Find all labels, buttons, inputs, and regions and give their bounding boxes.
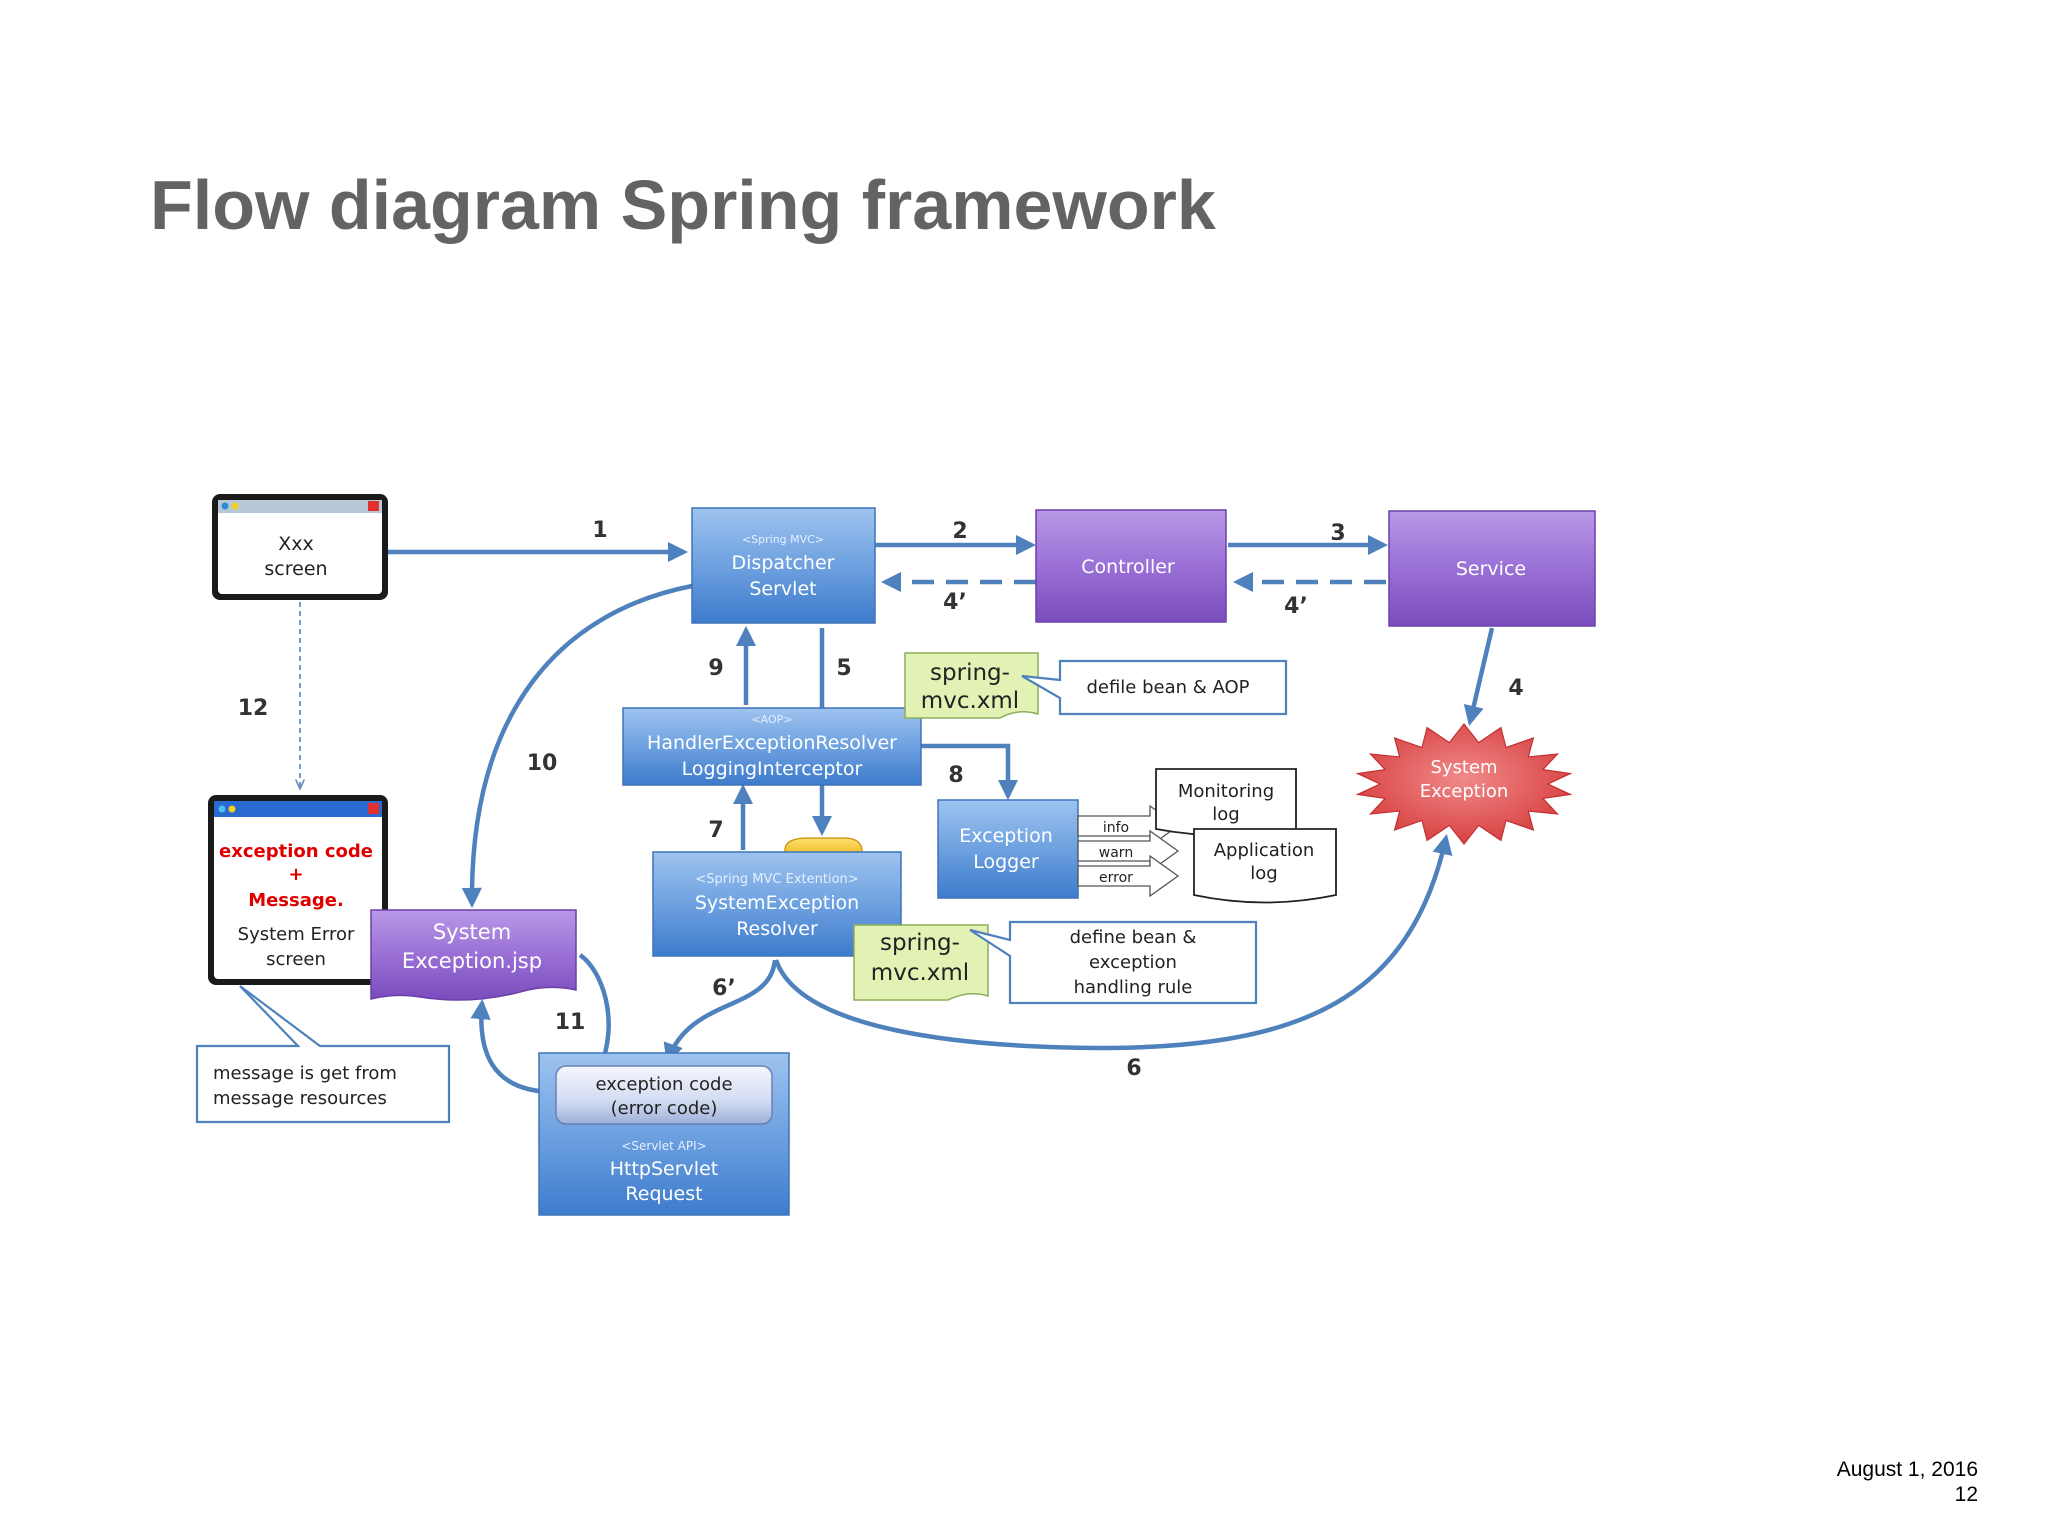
service-label: Service [1456, 558, 1526, 580]
monitoring-log-line2: log [1212, 804, 1239, 825]
error-screen-line5: screen [266, 949, 326, 970]
handler-interceptor-box: <AOP> HandlerExceptionResolver LoggingIn… [622, 707, 922, 786]
application-log-line2: log [1250, 863, 1277, 884]
dispatcher-line2: Servlet [749, 578, 816, 600]
arrow-4 [1463, 627, 1495, 726]
callout-rule-line2: exception [1089, 952, 1177, 973]
step-4-prime-right: 4’ [1284, 594, 1308, 619]
step-3: 3 [1330, 521, 1345, 546]
controller-box: Controller [1035, 509, 1227, 623]
footer-date: August 1, 2016 [1836, 1458, 1978, 1481]
log-level-arrows: info warn error [1077, 804, 1180, 898]
log-arrow-error [1077, 854, 1180, 898]
dispatcher-line1: Dispatcher [732, 552, 835, 574]
callout-message-line1: message is get from [213, 1063, 397, 1084]
spring-mvc-top-line2: mvc.xml [921, 688, 1019, 714]
error-screen-line4: System Error [238, 924, 355, 945]
system-exception-line2: Exception [1420, 781, 1509, 802]
resolver-line2: Resolver [736, 918, 818, 940]
footer-page-number: 12 [1954, 1483, 1978, 1506]
callout-define-rule: define bean & exception handling rule [969, 920, 1258, 1005]
error-screen-line3: Message. [248, 890, 344, 911]
step-12: 12 [238, 696, 269, 721]
handler-line2: LoggingInterceptor [682, 758, 863, 780]
step-4-prime-left: 4’ [943, 590, 967, 615]
monitoring-log-line1: Monitoring [1178, 781, 1274, 802]
step-10: 10 [527, 751, 558, 776]
spring-mvc-top-line1: spring- [930, 660, 1010, 686]
step-labels: 1 2 3 4’ 4’ 4 5 9 8 7 6’ 6 10 11 12 [238, 518, 1524, 1081]
spring-mvc-note-top: spring- mvc.xml [904, 652, 1039, 719]
error-screen-window: exception code + Message. System Error s… [208, 795, 388, 985]
arrow-6-prime [663, 959, 778, 1064]
exception-logger-line1: Exception [959, 825, 1053, 847]
connectors [388, 534, 1495, 1095]
service-box: Service [1388, 510, 1596, 627]
handler-line1: HandlerExceptionResolver [647, 732, 897, 754]
log-level-warn: warn [1099, 845, 1133, 861]
spring-mvc-note-bottom: spring- mvc.xml [853, 924, 989, 1001]
step-7: 7 [708, 818, 723, 843]
controller-label: Controller [1081, 556, 1175, 578]
callout-aop-text: defile bean & AOP [1086, 677, 1249, 698]
system-exception-jsp-box: System Exception.jsp [370, 909, 577, 1001]
jsp-line2: Exception.jsp [402, 949, 542, 973]
step-5: 5 [836, 656, 851, 681]
arrow-10 [461, 583, 693, 909]
slide-title: Flow diagram Spring framework [150, 166, 1216, 244]
callout-message-resources: message is get from message resources [195, 985, 451, 1124]
arrow-6 [773, 834, 1453, 1051]
application-log-doc: Application log [1193, 828, 1337, 904]
log-level-info: info [1103, 820, 1129, 836]
arrow-8 [920, 743, 1019, 801]
error-screen-line2: + [288, 864, 303, 885]
spring-mvc-bottom-line1: spring- [880, 930, 960, 956]
xxx-screen-line1: Xxx [278, 533, 314, 555]
burst-shape [1355, 723, 1573, 845]
dispatcher-stereotype: <Spring MVC> [742, 533, 824, 546]
resolver-line1: SystemException [695, 892, 859, 914]
step-4: 4 [1508, 676, 1523, 701]
step-1: 1 [592, 518, 607, 543]
callout-rule-line3: handling rule [1074, 977, 1193, 998]
step-6-prime: 6’ [712, 976, 736, 1001]
application-log-line1: Application [1214, 840, 1315, 861]
jsp-line1: System [433, 920, 511, 944]
http-line1: HttpServlet [610, 1158, 718, 1180]
exception-logger-line2: Logger [973, 851, 1039, 873]
dispatcher-servlet-box: <Spring MVC> Dispatcher Servlet [691, 507, 876, 624]
error-screen-line1: exception code [219, 841, 373, 862]
xxx-screen-window: Xxx screen [212, 494, 388, 600]
exception-code-bar [555, 1065, 773, 1125]
step-8: 8 [948, 763, 963, 788]
spring-mvc-bottom-line2: mvc.xml [871, 960, 969, 986]
arrow-11 [470, 998, 556, 1095]
monitoring-log-doc: Monitoring log [1155, 768, 1297, 837]
system-exception-line1: System [1430, 757, 1497, 778]
xxx-screen-line2: screen [264, 558, 327, 580]
callout-rule-line1: define bean & [1070, 927, 1197, 948]
exception-logger-box: Exception Logger [937, 799, 1079, 899]
step-6: 6 [1126, 1056, 1141, 1081]
http-code-line1: exception code [595, 1074, 732, 1095]
step-11: 11 [555, 1010, 586, 1035]
resolver-stereotype: <Spring MVC Extention> [695, 872, 858, 887]
log-level-error: error [1099, 870, 1133, 886]
callout-define-aop: defile bean & AOP [1021, 659, 1288, 716]
http-line2: Request [625, 1183, 702, 1205]
handler-stereotype: <AOP> [751, 713, 792, 726]
callout-message-line2: message resources [213, 1088, 387, 1109]
system-exception-burst: System Exception [1355, 723, 1573, 845]
step-2: 2 [952, 519, 967, 544]
http-servlet-request-box: exception code (error code) <Servlet API… [538, 1052, 790, 1216]
http-code-line2: (error code) [611, 1098, 718, 1119]
arrow-11-up [578, 953, 611, 1069]
http-stereotype: <Servlet API> [621, 1139, 706, 1153]
step-9: 9 [708, 656, 723, 681]
